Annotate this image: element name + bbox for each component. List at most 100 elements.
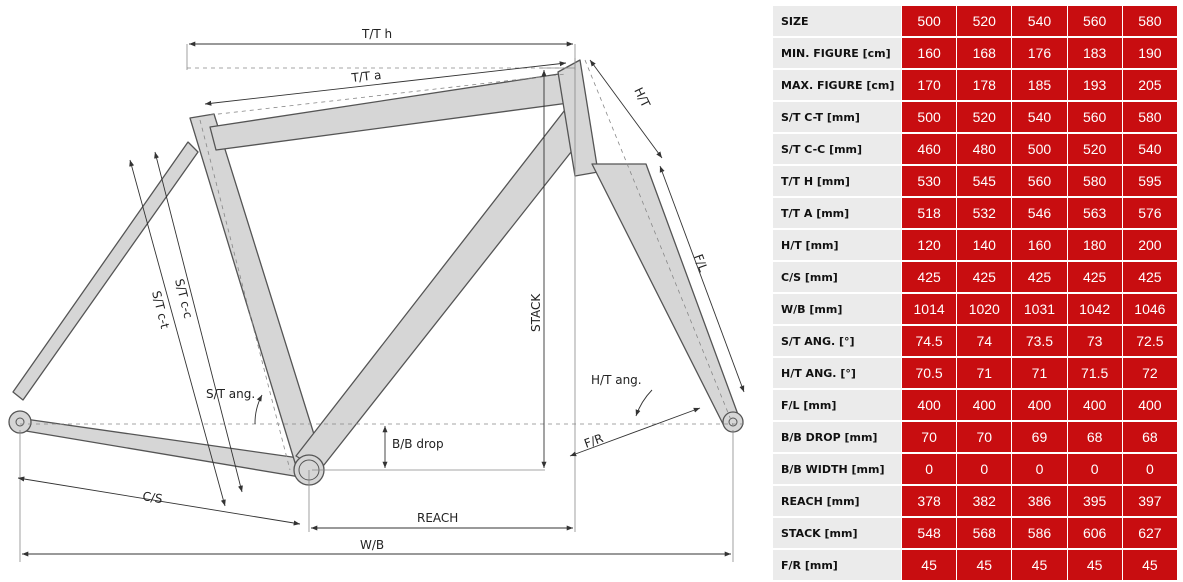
table-cell: 530 — [901, 166, 957, 196]
table-cell: 386 — [1011, 486, 1067, 516]
table-cell: 45 — [1011, 550, 1067, 580]
table-cell: 68 — [1066, 422, 1122, 452]
table-cell: 480 — [956, 134, 1012, 164]
rear-dropout — [8, 410, 32, 434]
row-label: H/T [mm] — [773, 230, 901, 260]
bb-drop-label: B/B drop — [392, 437, 444, 451]
table-cell: 205 — [1121, 70, 1177, 100]
cs-label: C/S — [142, 489, 164, 506]
table-cell: 45 — [956, 550, 1012, 580]
table-cell: 500 — [901, 102, 957, 132]
table-cell: 606 — [1066, 518, 1122, 548]
table-cell: 425 — [1011, 262, 1067, 292]
seat-stay — [12, 141, 199, 401]
table-cell: 180 — [1066, 230, 1122, 260]
dimension-arrows — [17, 41, 745, 557]
table-cell: 120 — [901, 230, 957, 260]
table-cell: 73.5 — [1011, 326, 1067, 356]
table-cell: 518 — [901, 198, 957, 228]
table-cell: 70 — [956, 422, 1012, 452]
stack-label: STACK — [529, 293, 543, 332]
fl-label: F/L — [691, 252, 710, 274]
table-cell: 71.5 — [1066, 358, 1122, 388]
table-cell: 532 — [956, 198, 1012, 228]
row-label: T/T H [mm] — [773, 166, 901, 196]
table-cell: 183 — [1066, 38, 1122, 68]
table-cell: 1046 — [1121, 294, 1177, 324]
table-cell: 68 — [1121, 422, 1177, 452]
table-cell: 1031 — [1011, 294, 1067, 324]
size-col-3: 540 — [1011, 6, 1067, 36]
row-label: S/T ANG. [°] — [773, 326, 901, 356]
table-cell: 73 — [1066, 326, 1122, 356]
table-cell: 425 — [956, 262, 1012, 292]
table-cell: 45 — [1121, 550, 1177, 580]
table-cell: 576 — [1121, 198, 1177, 228]
table-cell: 540 — [1121, 134, 1177, 164]
st-ang-label: S/T ang. — [206, 387, 255, 401]
size-col-1: 500 — [901, 6, 957, 36]
table-cell: 45 — [901, 550, 957, 580]
table-cell: 1020 — [956, 294, 1012, 324]
table-cell: 580 — [1121, 102, 1177, 132]
row-label: S/T C-T [mm] — [773, 102, 901, 132]
table-cell: 45 — [1066, 550, 1122, 580]
table-cell: 382 — [956, 486, 1012, 516]
row-label: W/B [mm] — [773, 294, 901, 324]
table-cell: 400 — [1121, 390, 1177, 420]
table-cell: 178 — [956, 70, 1012, 100]
front-dropout — [722, 411, 744, 433]
top-tube — [209, 71, 577, 151]
table-cell: 580 — [1066, 166, 1122, 196]
table-cell: 190 — [1121, 38, 1177, 68]
row-label: F/L [mm] — [773, 390, 901, 420]
wb-label: W/B — [360, 538, 384, 552]
table-cell: 74.5 — [901, 326, 957, 356]
row-label: MAX. FIGURE [cm] — [773, 70, 901, 100]
table-cell: 70.5 — [901, 358, 957, 388]
down-tube — [295, 105, 591, 471]
bike-frame — [8, 59, 744, 486]
table-cell: 1014 — [901, 294, 957, 324]
row-label: H/T ANG. [°] — [773, 358, 901, 388]
table-cell: 568 — [956, 518, 1012, 548]
table-header-row: SIZE 500 520 540 560 580 — [773, 6, 1177, 36]
table-cell: 425 — [1121, 262, 1177, 292]
table-cell: 425 — [1066, 262, 1122, 292]
tt-h-label: T/T h — [361, 27, 392, 41]
table-cell: 586 — [1011, 518, 1067, 548]
table-cell: 460 — [901, 134, 957, 164]
table-cell: 193 — [1066, 70, 1122, 100]
st-cc-label: S/T c-c — [172, 277, 195, 320]
table-cell: 400 — [956, 390, 1012, 420]
table-cell: 540 — [1011, 102, 1067, 132]
row-label: MIN. FIGURE [cm] — [773, 38, 901, 68]
table-cell: 563 — [1066, 198, 1122, 228]
fr-label: F/R — [582, 431, 605, 451]
table-cell: 378 — [901, 486, 957, 516]
row-label: B/B WIDTH [mm] — [773, 454, 901, 484]
row-label: S/T C-C [mm] — [773, 134, 901, 164]
table-cell: 546 — [1011, 198, 1067, 228]
table-cell: 400 — [1011, 390, 1067, 420]
table-cell: 168 — [956, 38, 1012, 68]
ht-ang-label: H/T ang. — [591, 373, 642, 387]
table-cell: 69 — [1011, 422, 1067, 452]
table-cell: 160 — [901, 38, 957, 68]
table-cell: 71 — [1011, 358, 1067, 388]
chain-stay — [17, 417, 307, 478]
size-col-4: 560 — [1066, 6, 1122, 36]
table-cell: 170 — [901, 70, 957, 100]
